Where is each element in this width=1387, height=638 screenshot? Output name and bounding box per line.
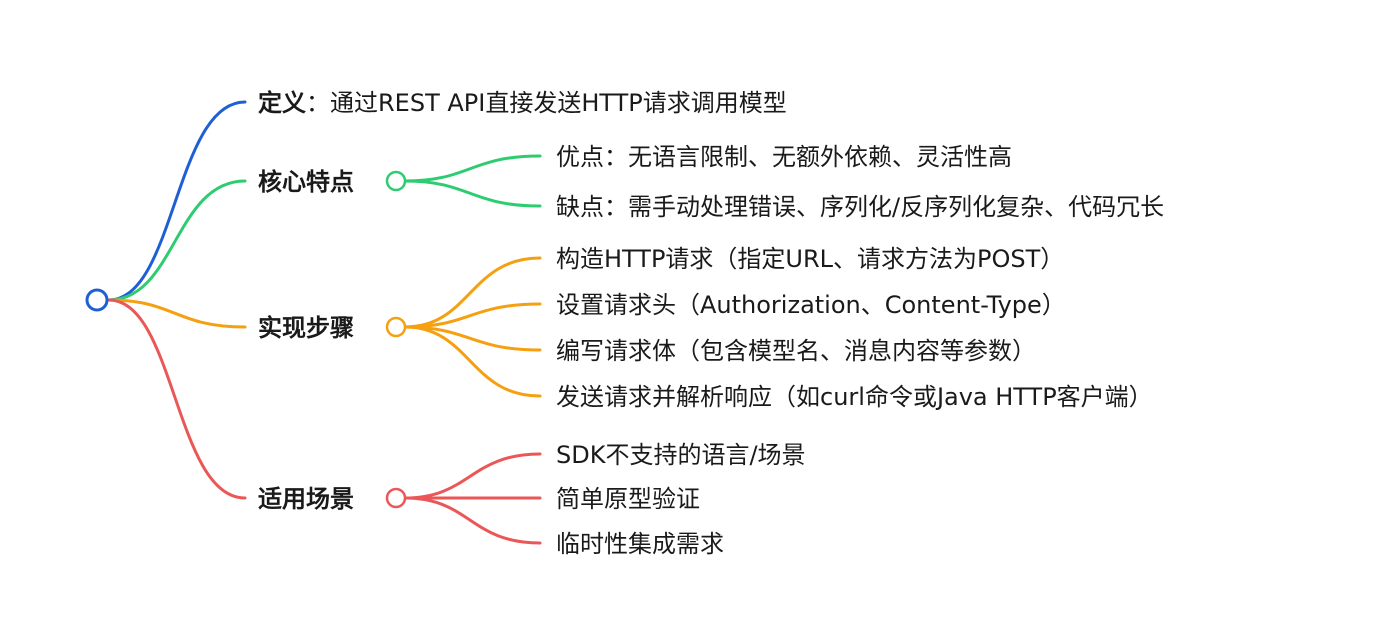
steps-item-send-parse: 发送请求并解析响应（如curl命令或Java HTTP客户端） [556,383,1153,411]
scenarios-title: 适用场景 [258,485,354,513]
scenarios-item-unsupported-sdk: SDK不支持的语言/场景 [556,441,806,469]
scenarios-node-icon[interactable] [385,487,407,509]
definition-title: 定义 [258,89,306,117]
scenarios-item-temporary: 临时性集成需求 [556,530,724,558]
connector-steps [107,298,247,329]
steps-title: 实现步骤 [258,314,354,342]
steps-node-icon[interactable] [385,316,407,338]
root-node-icon[interactable] [85,288,109,312]
connector-features [107,179,247,302]
scenarios-item-prototype: 简单原型验证 [556,485,700,513]
definition-text: 通过REST API直接发送HTTP请求调用模型 [330,89,787,117]
connectors-steps-items [403,256,542,398]
connector-definition [107,100,247,302]
features-item-pros: 优点：无语言限制、无额外依赖、灵活性高 [556,143,1012,171]
features-node-icon[interactable] [385,170,407,192]
definition-colon: ： [306,89,330,117]
steps-item-build-request: 构造HTTP请求（指定URL、请求方法为POST） [556,245,1064,273]
connector-scenarios [107,298,247,500]
definition-line: 定义：通过REST API直接发送HTTP请求调用模型 [258,89,787,117]
steps-item-write-body: 编写请求体（包含模型名、消息内容等参数） [556,337,1036,365]
connectors-features-items [403,154,542,208]
steps-item-set-headers: 设置请求头（Authorization、Content-Type） [556,291,1066,319]
features-title: 核心特点 [258,168,354,196]
connectors-scenarios-items [403,452,542,545]
features-item-cons: 缺点：需手动处理错误、序列化/反序列化复杂、代码冗长 [556,193,1164,221]
